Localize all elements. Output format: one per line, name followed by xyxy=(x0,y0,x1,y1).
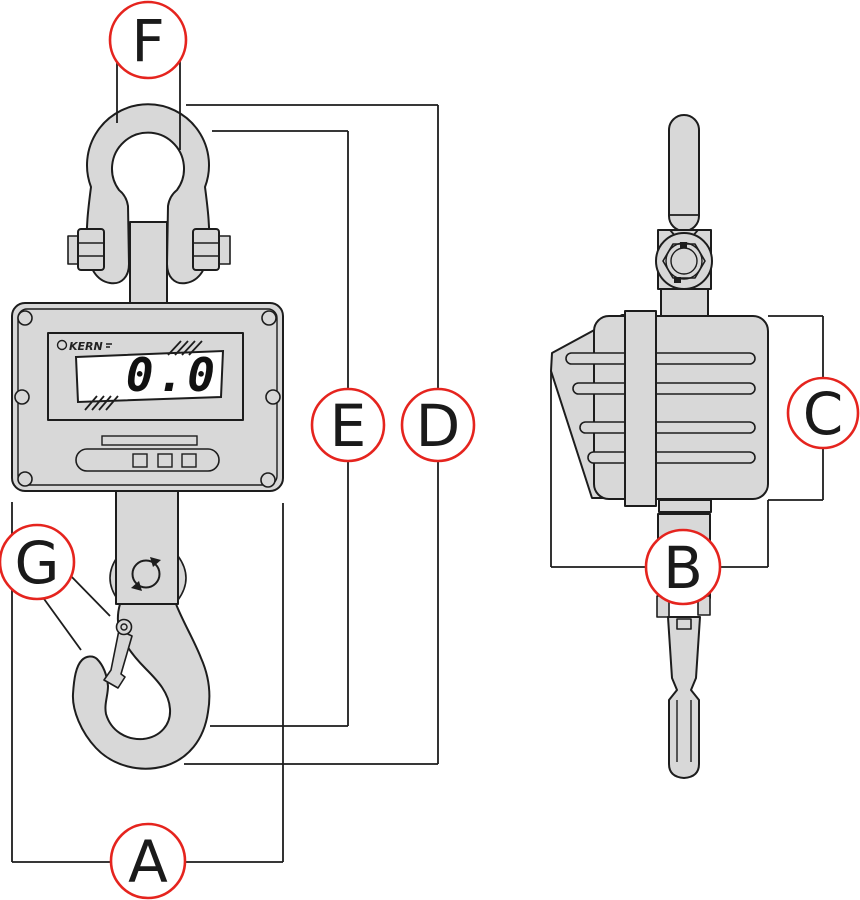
key-2[interactable] xyxy=(157,453,173,468)
callout-f-circle xyxy=(108,0,188,80)
callout-d: D xyxy=(400,387,476,463)
hook-side-detail-lines xyxy=(676,700,692,762)
hook-body xyxy=(71,603,211,770)
vent-slot-2 xyxy=(572,382,756,395)
brand-logo-icon xyxy=(56,339,68,351)
shackle-pin xyxy=(67,228,231,271)
rotation-arrow-top xyxy=(150,557,161,567)
leader-g-2 xyxy=(38,591,82,651)
side-tab-plate xyxy=(658,499,712,513)
key-1[interactable] xyxy=(132,453,148,468)
leader-g-1 xyxy=(66,571,111,617)
pin-head-left xyxy=(77,228,105,271)
callout-a-circle xyxy=(109,822,187,900)
front-lower-shaft xyxy=(115,490,179,605)
callout-b: B xyxy=(644,528,722,606)
screw-mid-left xyxy=(14,389,30,405)
callout-f: F xyxy=(108,0,188,80)
decor-hatch-top xyxy=(167,340,203,356)
swivel-wing-right xyxy=(177,555,187,601)
brand-logo-smallprint xyxy=(106,343,112,348)
side-hex-nut xyxy=(662,243,706,279)
callout-f-label: F xyxy=(131,7,164,75)
load-hook-front xyxy=(71,603,211,770)
weight-readout: 0.0 xyxy=(126,348,218,402)
safety-latch xyxy=(103,629,133,689)
callout-c-circle xyxy=(786,376,860,450)
front-view: 0.0 KERN xyxy=(11,103,284,770)
callout-e-circle xyxy=(310,387,386,463)
pin-facets-left xyxy=(79,242,103,257)
rotation-symbol xyxy=(131,559,161,589)
brand-logo-text: KERN xyxy=(69,340,103,353)
side-strap xyxy=(624,310,657,507)
shackle-bow xyxy=(85,103,211,285)
keypad-ledge xyxy=(101,435,198,446)
pin-stub-right xyxy=(218,235,231,265)
screw-top-left xyxy=(17,310,33,326)
pin-facets-right xyxy=(194,242,218,257)
pin-head-right xyxy=(192,228,220,271)
decor-hatch-bottom xyxy=(84,395,119,411)
side-nub-bottom xyxy=(674,277,681,283)
screw-bottom-right xyxy=(260,472,276,488)
callout-c-label: C xyxy=(803,380,844,448)
callout-e-label: E xyxy=(330,392,367,460)
callout-a-label: A xyxy=(128,828,168,896)
keypad xyxy=(75,435,220,472)
side-nub-top xyxy=(680,242,687,248)
side-view xyxy=(550,114,769,779)
callout-d-label: D xyxy=(416,392,461,460)
screw-bottom-left xyxy=(17,471,33,487)
hook-side-notch xyxy=(676,618,692,630)
lcd-window xyxy=(74,349,225,404)
key-3[interactable] xyxy=(181,453,197,468)
callout-c: C xyxy=(786,376,860,450)
callout-a: A xyxy=(109,822,187,900)
callout-b-label: B xyxy=(663,534,703,602)
vent-slot-3 xyxy=(579,421,756,434)
screw-mid-right xyxy=(265,389,281,405)
body-side xyxy=(550,310,769,507)
vent-slot-4 xyxy=(587,451,756,464)
latch-pivot xyxy=(115,618,133,636)
callout-e: E xyxy=(310,387,386,463)
shackle-side xyxy=(655,114,713,318)
brand-logo: KERN xyxy=(56,339,112,353)
hook-side-profile xyxy=(667,616,701,779)
front-upper-shaft xyxy=(129,221,168,308)
callout-d-circle xyxy=(400,387,476,463)
side-neck-block xyxy=(660,288,709,318)
swivel-assembly xyxy=(109,490,187,605)
callout-b-circle xyxy=(644,528,722,606)
side-shackle-bar xyxy=(668,114,700,232)
callout-g-circle xyxy=(0,523,76,601)
callout-g: G xyxy=(0,523,76,601)
vent-slot-1 xyxy=(565,352,756,365)
annotation-lines xyxy=(11,61,824,863)
callout-g-label: G xyxy=(15,529,60,597)
rotation-arrow-bottom xyxy=(131,581,142,591)
screw-top-right xyxy=(261,310,277,326)
side-body xyxy=(593,315,769,500)
latch-pivot-hole xyxy=(120,623,128,631)
display-housing: 0.0 KERN xyxy=(11,302,284,492)
